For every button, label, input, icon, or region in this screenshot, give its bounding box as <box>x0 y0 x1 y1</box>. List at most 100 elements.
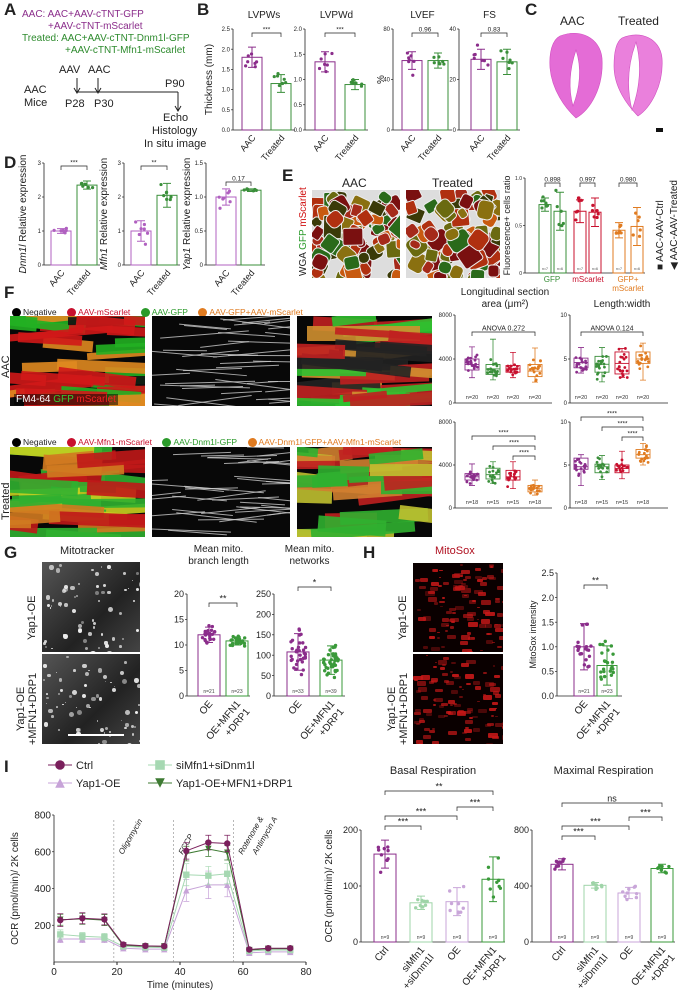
legend-item: AAV-Dnm1l-GFP <box>162 437 237 448</box>
data-point <box>582 470 586 474</box>
data-point <box>298 657 303 662</box>
image-texture <box>469 717 473 720</box>
image-texture <box>474 568 482 572</box>
data-point <box>333 652 338 656</box>
x-tick-label: Ctrl <box>550 945 568 964</box>
image-texture <box>107 590 111 595</box>
y-tick-label: 0 <box>453 128 457 134</box>
image-texture <box>63 633 68 639</box>
data-point <box>535 492 539 496</box>
y-tick-label: 40 <box>383 78 390 84</box>
data-point <box>297 641 302 645</box>
outcome-in-situ-image: In situ image <box>144 138 207 150</box>
data-point <box>470 364 474 367</box>
y-tick-label: 1.0 <box>541 642 554 652</box>
error-bar <box>633 206 641 246</box>
image-texture <box>474 686 482 690</box>
image-texture <box>56 706 58 708</box>
data-point <box>554 859 559 864</box>
data-point <box>210 632 215 636</box>
x-tick-label: 80 <box>300 967 312 978</box>
significance-label: 0.17 <box>232 176 245 183</box>
data-point <box>531 486 535 490</box>
x-tick-label: 20 <box>111 967 123 978</box>
image-texture <box>481 577 487 580</box>
data-point <box>254 60 259 64</box>
image-texture <box>71 690 77 695</box>
x-tick-label: OE <box>198 699 216 717</box>
image-texture <box>97 599 101 603</box>
data-point <box>303 645 308 650</box>
series-line <box>60 842 291 951</box>
chart-title: LVPWs <box>248 10 281 21</box>
image-texture <box>494 715 499 718</box>
image-texture <box>428 681 434 684</box>
image-texture <box>95 694 100 698</box>
y-tick-label: 0 <box>524 937 529 947</box>
heart-label-aac: AAC <box>560 14 585 28</box>
y-tick-label: 2.5 <box>541 568 554 578</box>
n-label: n=6 <box>557 267 563 271</box>
data-point <box>376 845 381 850</box>
significance-label: *** <box>590 817 601 827</box>
y-axis-label: Dnm1l Relative expression <box>18 155 29 274</box>
data-point <box>513 469 517 473</box>
image-texture <box>125 723 129 727</box>
data-point <box>210 624 215 629</box>
data-point <box>207 624 211 628</box>
aac-group-definition-line1: AAC: AAC+AAV-cTNT-GFP <box>22 9 144 20</box>
y-tick-label: 1.0 <box>195 195 204 201</box>
image-texture <box>437 714 445 719</box>
significance-label: ANOVA 0.272 <box>482 326 525 333</box>
image-texture <box>458 696 463 699</box>
bar <box>538 204 552 274</box>
data-point <box>605 470 609 474</box>
data-point <box>386 857 390 861</box>
n-label: n=9 <box>558 935 567 941</box>
box <box>635 351 651 364</box>
marker-circle-icon <box>183 847 190 855</box>
image-texture <box>437 660 448 666</box>
image-texture <box>111 687 117 693</box>
data-point <box>605 466 609 470</box>
significance-bracket <box>561 802 663 807</box>
image-texture <box>62 634 65 637</box>
image-texture <box>71 608 76 614</box>
significance-bracket <box>579 182 596 187</box>
image-texture <box>500 624 503 628</box>
data-point <box>663 870 667 874</box>
image-texture <box>465 726 469 729</box>
data-point <box>277 83 281 88</box>
image-texture <box>428 635 436 640</box>
image-texture <box>432 699 437 701</box>
y-tick-label: 0.5 <box>541 667 554 677</box>
data-point <box>584 644 589 649</box>
data-point <box>227 189 232 193</box>
image-texture <box>486 722 494 727</box>
image-texture <box>55 672 57 674</box>
data-point <box>634 895 639 900</box>
image-texture <box>76 727 80 732</box>
data-point <box>294 662 299 667</box>
image-texture <box>485 611 495 617</box>
image-texture <box>125 710 130 715</box>
y-tick-label: 10 <box>560 313 567 319</box>
group-label: mScarlet <box>612 284 644 293</box>
data-point <box>508 58 512 62</box>
data-point <box>603 365 606 369</box>
aac-group-definition-line2: +AAV-cTNT-mScarlet <box>48 21 143 32</box>
y-tick-label: 1.5 <box>294 52 303 58</box>
data-point <box>472 56 476 60</box>
micrograph-f-treated-membrane <box>152 447 290 537</box>
image-texture <box>439 667 446 670</box>
data-point <box>488 464 492 468</box>
data-point <box>509 364 513 368</box>
error-bar <box>327 645 335 675</box>
group-label: mScarlet <box>572 275 604 284</box>
significance-bracket <box>561 825 630 830</box>
y-tick-label: 1.0 <box>294 78 303 84</box>
chart-title: LVEF <box>410 10 434 21</box>
image-texture <box>75 595 78 598</box>
data-point <box>465 358 469 362</box>
